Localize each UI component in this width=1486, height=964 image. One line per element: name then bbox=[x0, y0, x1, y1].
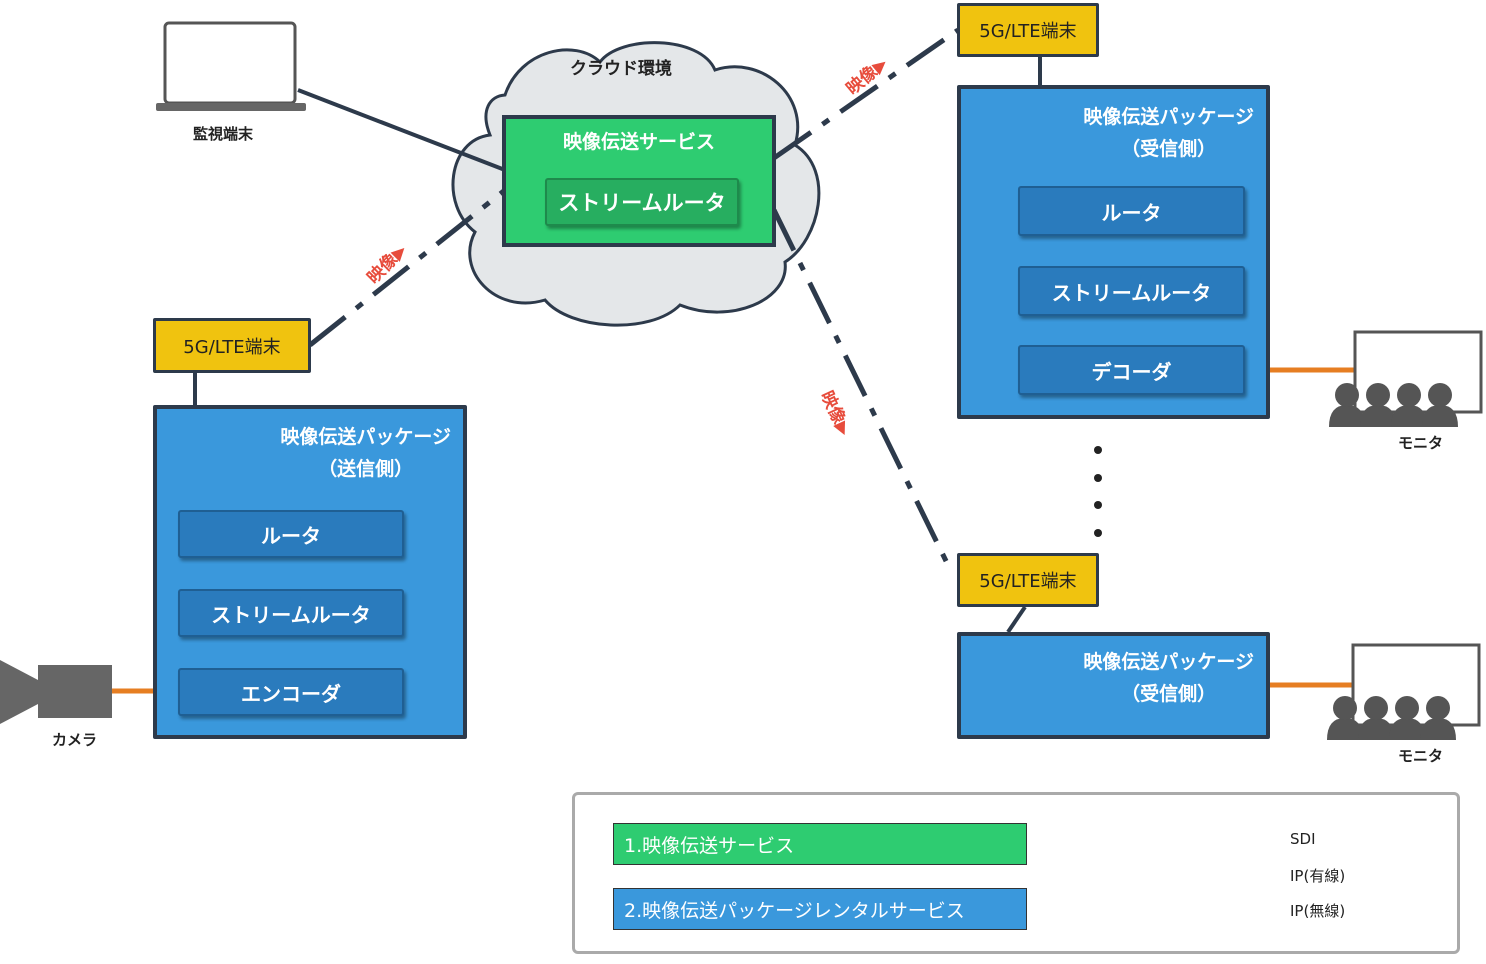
person-icon bbox=[1335, 383, 1359, 407]
legend-service-1: 1.映像伝送サービス bbox=[613, 823, 1027, 865]
receiver1-router[interactable]: ルータ bbox=[1018, 186, 1245, 236]
laptop-icon bbox=[156, 21, 306, 111]
person-icon bbox=[1364, 696, 1388, 720]
sender-encoder[interactable]: エンコーダ bbox=[178, 668, 404, 716]
person-icon-body bbox=[1327, 718, 1363, 740]
wire-receiver2-terminal bbox=[1006, 605, 1027, 634]
person-icon bbox=[1428, 383, 1452, 407]
person-icon bbox=[1426, 696, 1450, 720]
person-icon bbox=[1366, 383, 1390, 407]
wireless-receiver1 bbox=[772, 27, 960, 161]
legend-sdi-label: SDI bbox=[1290, 830, 1316, 848]
person-icon-body bbox=[1360, 405, 1396, 427]
person-icon bbox=[1395, 696, 1419, 720]
sender-stream-router[interactable]: ストリームルータ bbox=[178, 589, 404, 637]
camera-icon bbox=[0, 660, 112, 724]
terminal-receiver1[interactable]: 5G/LTE端末 bbox=[957, 3, 1099, 57]
service-stream-router[interactable]: ストリームルータ bbox=[545, 178, 739, 226]
legend-service-2: 2.映像伝送パッケージレンタルサービス bbox=[613, 888, 1027, 930]
sender-router[interactable]: ルータ bbox=[178, 510, 404, 558]
audience-icons bbox=[1327, 383, 1458, 740]
monitor-label-1: モニタ bbox=[1398, 434, 1444, 452]
person-icon-body bbox=[1420, 718, 1456, 740]
monitor-label-2: モニタ bbox=[1398, 747, 1444, 765]
person-icon bbox=[1333, 696, 1357, 720]
receiver2-package-title: 映像伝送パッケージ（受信側） bbox=[1083, 651, 1254, 705]
legend-ip-wireless-label: IP(無線) bbox=[1290, 902, 1346, 920]
terminal-receiver2[interactable]: 5G/LTE端末 bbox=[957, 553, 1099, 607]
receiver1-package-title: 映像伝送パッケージ（受信側） bbox=[1083, 106, 1254, 160]
person-icon-body bbox=[1422, 405, 1458, 427]
camera-label: カメラ bbox=[52, 731, 98, 749]
person-icon-body bbox=[1391, 405, 1427, 427]
service-title: 映像伝送サービス bbox=[562, 131, 715, 153]
terminal-sender[interactable]: 5G/LTE端末 bbox=[153, 318, 311, 373]
receiver2-package[interactable]: 映像伝送パッケージ（受信側） bbox=[957, 632, 1270, 739]
monitoring-terminal-label: 監視端末 bbox=[193, 125, 254, 143]
legend-ip-wired-label: IP(有線) bbox=[1290, 867, 1346, 885]
ellipsis-dots bbox=[1094, 446, 1102, 537]
person-icon-body bbox=[1389, 718, 1425, 740]
person-icon-body bbox=[1358, 718, 1394, 740]
wireless-receiver2 bbox=[771, 208, 951, 567]
sender-package-title: 映像伝送パッケージ（送信側） bbox=[280, 426, 451, 480]
person-icon bbox=[1397, 383, 1421, 407]
receiver1-stream-router[interactable]: ストリームルータ bbox=[1018, 266, 1245, 316]
person-icon-body bbox=[1329, 405, 1365, 427]
wireless-sender bbox=[308, 188, 507, 347]
cloud-title: クラウド環境 bbox=[570, 59, 672, 79]
receiver1-decoder[interactable]: デコーダ bbox=[1018, 345, 1245, 395]
wire-monitor-service bbox=[297, 88, 506, 172]
